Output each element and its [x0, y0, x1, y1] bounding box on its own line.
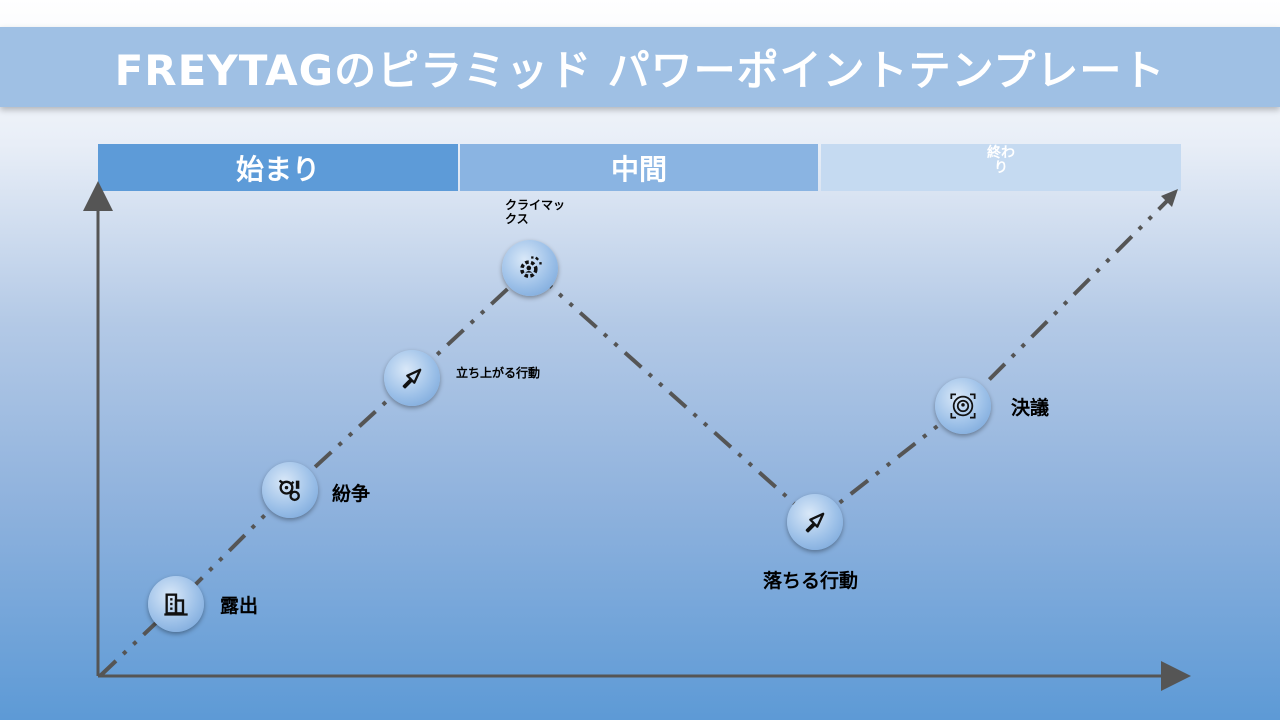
arrow-up-right-icon [402, 368, 422, 389]
stage-node-resolution [935, 378, 991, 434]
stage-label-exposition: 露出 [220, 595, 259, 617]
gears-conflict-icon [278, 479, 300, 502]
arrow-up-right-icon [805, 512, 825, 533]
stage-node-falling-action [787, 494, 843, 550]
page-title: FREYTAGのピラミッド パワーポイントテンプレート [114, 45, 1166, 95]
phase-beginning-label: 始まり [235, 152, 320, 186]
stage-label-rising-action: 立ち上がる行動 [456, 366, 541, 380]
stage-node-exposition [148, 576, 204, 632]
phase-end-label: 終わり [987, 145, 1015, 176]
phase-end: 終わり [821, 144, 1181, 191]
stage-label-climax: クライマックス [505, 198, 566, 226]
phase-beginning: 始まり [98, 144, 458, 191]
target-person-icon [950, 393, 976, 419]
story-path [98, 194, 1174, 678]
stage-node-rising-action [384, 350, 440, 406]
phase-middle-label: 中間 [610, 152, 667, 186]
stage-node-conflict [262, 462, 318, 518]
stage-label-resolution: 決議 [1011, 397, 1050, 419]
gear-person-icon [520, 256, 542, 278]
phase-middle: 中間 [460, 144, 818, 191]
path-arrowhead [1161, 189, 1178, 207]
building-icon [164, 593, 188, 616]
title-bar: FREYTAGのピラミッド パワーポイントテンプレート [0, 27, 1280, 107]
stage-node-climax [502, 240, 558, 296]
stage-label-conflict: 紛争 [332, 483, 371, 505]
stage-label-falling-action: 落ちる行動 [763, 570, 859, 592]
